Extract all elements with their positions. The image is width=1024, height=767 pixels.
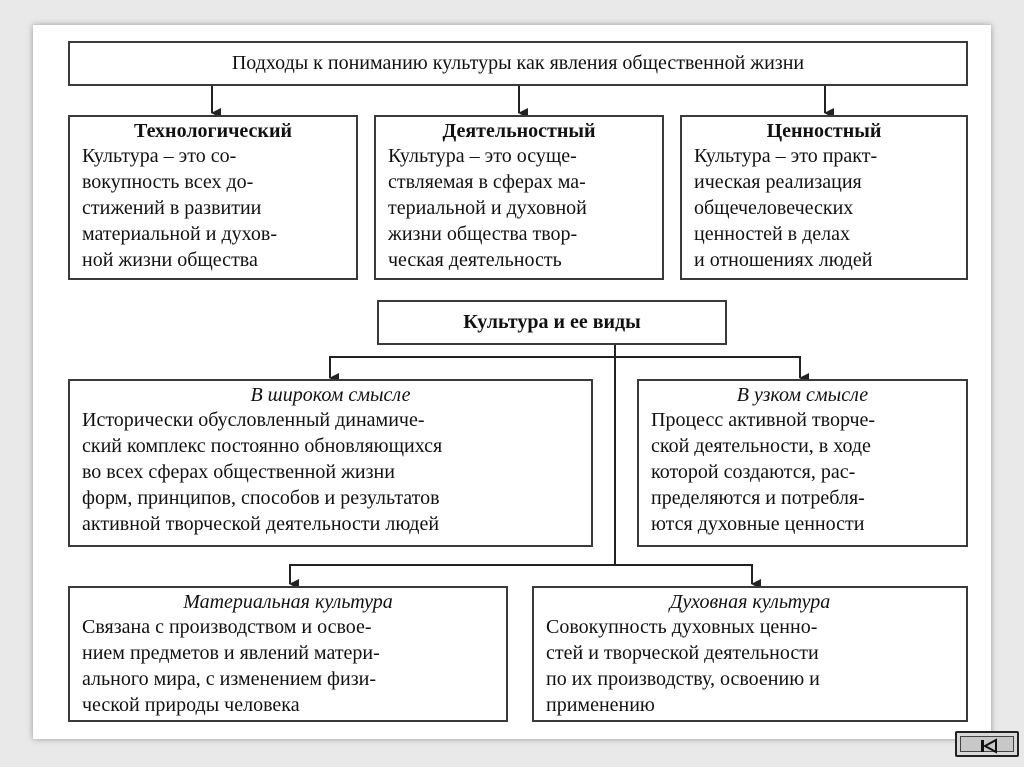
- approaches-title: Подходы к пониманию культуры как явления…: [68, 41, 968, 86]
- broad-sense-box: В широком смысле Исторически обусловленн…: [68, 379, 593, 547]
- sense-text: Процесс активной творче- ской деятельнос…: [651, 409, 876, 535]
- culture-kinds-title-text: Культура и ее виды: [463, 311, 641, 333]
- button-face: [960, 736, 1014, 754]
- sense-heading: В узком смысле: [736, 384, 869, 406]
- approach-value: Ценностный Культура – это практ- ическая…: [680, 115, 968, 280]
- sense-text: Исторически обусловленный динамиче- ский…: [82, 409, 443, 535]
- arrow-to-spiritual: [615, 564, 761, 589]
- kind-heading: Духовная культура: [669, 591, 831, 613]
- approach-text: Культура – это осуще- ствляемая в сферах…: [388, 145, 587, 271]
- approach-heading: Технологический: [134, 120, 292, 142]
- arrow-to-material: [289, 564, 615, 589]
- spiritual-culture-box: Духовная культура Совокупность духовных …: [532, 586, 968, 722]
- arrow-to-broad: [329, 356, 615, 383]
- arrow-to-narrow: [615, 356, 809, 383]
- culture-kinds-title: Культура и ее виды: [377, 300, 727, 345]
- approach-heading: Ценностный: [766, 120, 882, 142]
- material-culture-box: Материальная культура Связана с производ…: [68, 586, 508, 722]
- approach-technological: Технологический Культура – это со- вокуп…: [68, 115, 358, 280]
- kind-text: Совокупность духовных ценно- стей и твор…: [546, 616, 820, 716]
- approach-heading: Деятельностный: [442, 120, 596, 142]
- sense-heading: В широком смысле: [250, 384, 411, 406]
- kind-heading: Материальная культура: [183, 591, 393, 613]
- kind-text: Связана с производством и освое- нием пр…: [82, 616, 380, 716]
- approach-text: Культура – это со- вокупность всех до- с…: [82, 145, 277, 271]
- approach-text: Культура – это практ- ическая реализация…: [694, 145, 878, 271]
- skip-back-icon: [981, 738, 997, 754]
- approaches-title-text: Подходы к пониманию культуры как явления…: [231, 52, 805, 74]
- narrow-sense-box: В узком смысле Процесс активной творче- …: [637, 379, 968, 547]
- approach-activity: Деятельностный Культура – это осуще- ств…: [374, 115, 664, 280]
- back-to-start-button[interactable]: [955, 731, 1019, 757]
